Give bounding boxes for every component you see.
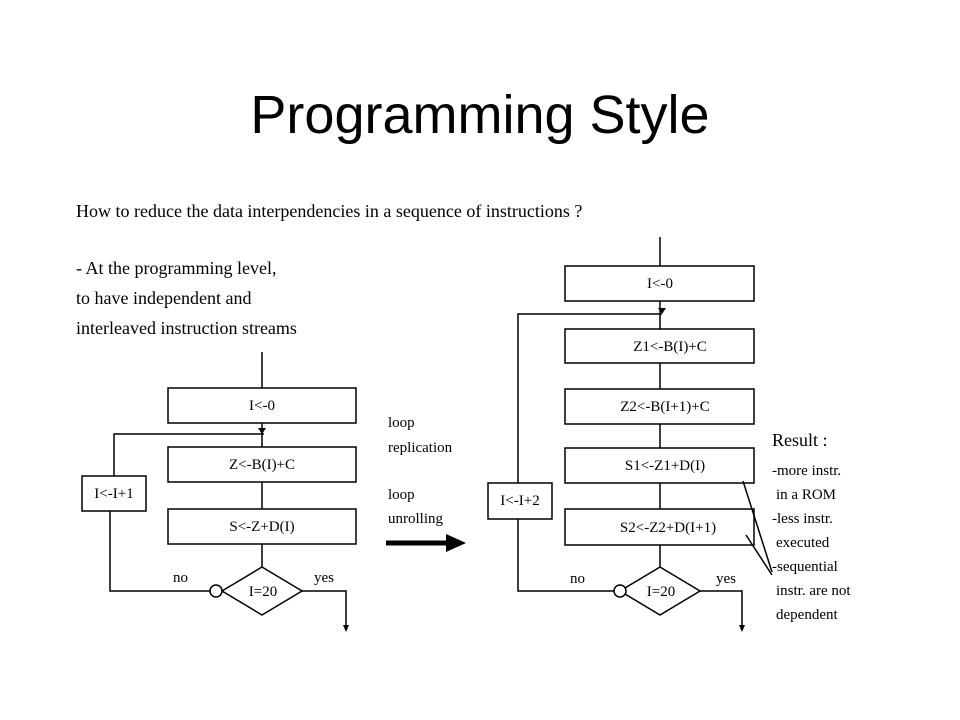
transform-label: replication xyxy=(388,440,453,456)
right-step1-label: Z1<-B(I)+C xyxy=(633,339,707,355)
right-entry-arrowhead xyxy=(658,308,666,314)
left-condition-label: I=20 xyxy=(249,584,277,600)
right-yes-label: yes xyxy=(716,571,736,587)
question-text: How to reduce the data interpendencies i… xyxy=(76,201,583,221)
right-step2-box xyxy=(564,388,755,425)
right-init-box xyxy=(564,265,755,302)
right-loop-top-line xyxy=(517,313,662,483)
right-condition-diamond xyxy=(618,566,702,616)
right-condition-label: I=20 xyxy=(647,584,675,600)
slide-title: Programming Style xyxy=(250,85,710,145)
transform-label: unrolling xyxy=(388,511,443,527)
right-no-circle xyxy=(613,584,627,598)
result-line: -less instr. xyxy=(772,511,833,527)
left-step2-label: S<-Z+D(I) xyxy=(229,519,294,535)
left-yes-line xyxy=(302,590,347,630)
result-pointer-line xyxy=(745,534,773,576)
intro-text: - At the programming level, to have inde… xyxy=(76,253,297,343)
result-line: in a ROM xyxy=(776,487,836,503)
left-exit-arrowhead xyxy=(343,625,349,632)
left-increment-box xyxy=(81,475,147,512)
left-entry-arrowhead xyxy=(258,428,266,434)
right-step4-label: S2<-Z2+D(I+1) xyxy=(620,520,716,536)
right-step3-label: S1<-Z1+D(I) xyxy=(625,458,705,474)
left-no-label: no xyxy=(173,570,188,586)
transform-arrowhead xyxy=(446,534,466,552)
left-step2-box xyxy=(167,508,357,545)
intro-line: - At the programming level, xyxy=(76,258,277,278)
right-exit-arrowhead xyxy=(739,625,745,632)
right-init-label: I<-0 xyxy=(647,276,673,292)
result-line: executed xyxy=(776,535,830,551)
left-loop-top-line xyxy=(113,433,264,476)
left-init-label: I<-0 xyxy=(249,398,275,414)
right-increment-box xyxy=(487,482,553,520)
right-yes-line xyxy=(700,590,743,630)
result-pointer-line xyxy=(742,480,773,573)
result-line: instr. are not xyxy=(776,583,851,599)
right-step4-box xyxy=(564,508,755,546)
intro-line: interleaved instruction streams xyxy=(76,318,297,338)
transform-label: loop xyxy=(388,487,415,503)
result-line: -more instr. xyxy=(772,463,841,479)
intro-line: to have independent and xyxy=(76,288,252,308)
left-yes-label: yes xyxy=(314,570,334,586)
left-init-box xyxy=(167,387,357,424)
right-increment-label: I<-I+2 xyxy=(500,493,539,509)
result-line: -sequential xyxy=(772,559,838,575)
left-no-circle xyxy=(209,584,223,598)
left-increment-label: I<-I+1 xyxy=(94,486,133,502)
right-step3-box xyxy=(564,447,755,484)
left-condition-diamond xyxy=(220,566,304,616)
right-loop-back-line xyxy=(517,519,614,592)
result-title: Result : xyxy=(772,430,828,450)
left-loop-back-line xyxy=(109,511,210,592)
right-step2-label: Z2<-B(I+1)+C xyxy=(620,399,710,415)
result-line: dependent xyxy=(776,607,838,623)
right-no-label: no xyxy=(570,571,585,587)
left-step1-label: Z<-B(I)+C xyxy=(229,457,295,473)
transform-label: loop xyxy=(388,415,415,431)
right-step1-box xyxy=(564,328,755,364)
